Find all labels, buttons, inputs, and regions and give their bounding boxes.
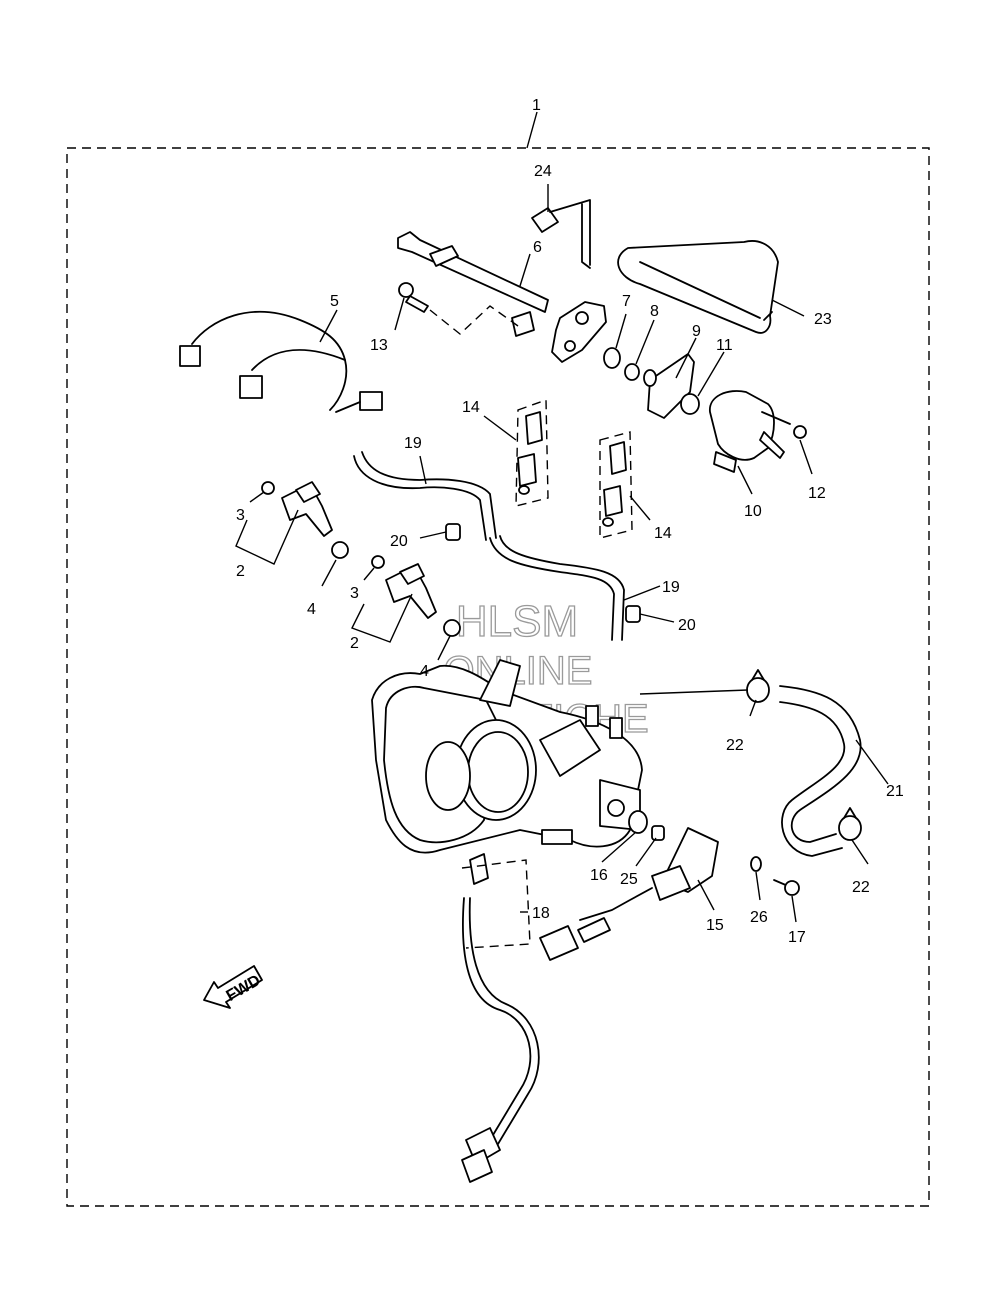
leader-1 [526,111,538,149]
part-19-hose-a [353,451,497,541]
callout-14a: 14 [462,399,480,416]
part-21-hose [779,685,862,857]
part-7-collar [603,347,621,369]
callout-14b: 14 [654,525,672,542]
callout-20b: 20 [678,617,696,634]
callout-9: 9 [692,323,701,340]
part-5-wiring-harness [179,311,383,413]
part-24-bracket [531,199,591,269]
callout-22b: 22 [852,879,870,896]
callout-3b: 3 [350,585,359,602]
part-14-set-b [599,431,633,539]
part-2-injector-b [371,555,437,619]
callout-2a: 2 [236,563,245,580]
part-2-injector-a [261,481,333,537]
part-18-cable [461,853,540,1183]
callout-24: 24 [534,163,552,180]
part-16-o-ring [628,810,648,834]
throttle-body [371,659,643,854]
callout-22a: 22 [726,737,744,754]
fwd-arrow-icon: FWD [203,965,264,1009]
callout-10: 10 [744,503,762,520]
callout-26: 26 [750,909,768,926]
part-6-fuel-rail [397,231,607,363]
callout-19b: 19 [662,579,680,596]
part-20-cap-b [625,605,641,623]
callout-4b: 4 [420,663,429,680]
callout-16: 16 [590,867,608,884]
callout-13: 13 [370,337,388,354]
part-12-screw [761,411,807,439]
callout-7: 7 [622,293,631,310]
part-26-washer [750,856,762,872]
callout-19a: 19 [404,435,422,452]
part-15-sensor [539,827,719,961]
part-25-collar [651,825,665,841]
part-4-collar-b [443,619,461,637]
part-20-cap-a [445,523,461,541]
leader-lines [235,184,889,923]
callout-18: 18 [532,905,550,922]
part-4-collar-a [331,541,349,559]
part-8-o-ring [624,363,640,381]
part-10-pressure-regulator [709,390,785,473]
callout-3a: 3 [236,507,245,524]
callout-25: 25 [620,871,638,888]
callout-8: 8 [650,303,659,320]
part-14-set-a [515,399,549,507]
part-13-bolt [398,282,519,335]
callout-4a: 4 [307,601,316,618]
part-11-o-ring [680,393,700,415]
part-23-hose [617,240,779,334]
callout-labels: 1 2 2 3 3 4 4 5 6 7 8 9 10 11 12 13 14 1… [236,97,904,946]
callout-12: 12 [808,485,826,502]
callout-6: 6 [533,239,542,256]
part-17-screw [773,879,800,896]
callout-17: 17 [788,929,806,946]
callout-1: 1 [532,97,541,114]
part-22-clamp-b [838,807,862,841]
part-22-clamp-a [746,669,770,703]
part-19-hose-b [489,535,625,641]
watermark-line1: HLSM [456,597,578,646]
callout-20a: 20 [390,533,408,550]
callout-23: 23 [814,311,832,328]
callout-15: 15 [706,917,724,934]
callout-21: 21 [886,783,904,800]
callout-5: 5 [330,293,339,310]
callout-2b: 2 [350,635,359,652]
callout-11: 11 [716,337,733,354]
